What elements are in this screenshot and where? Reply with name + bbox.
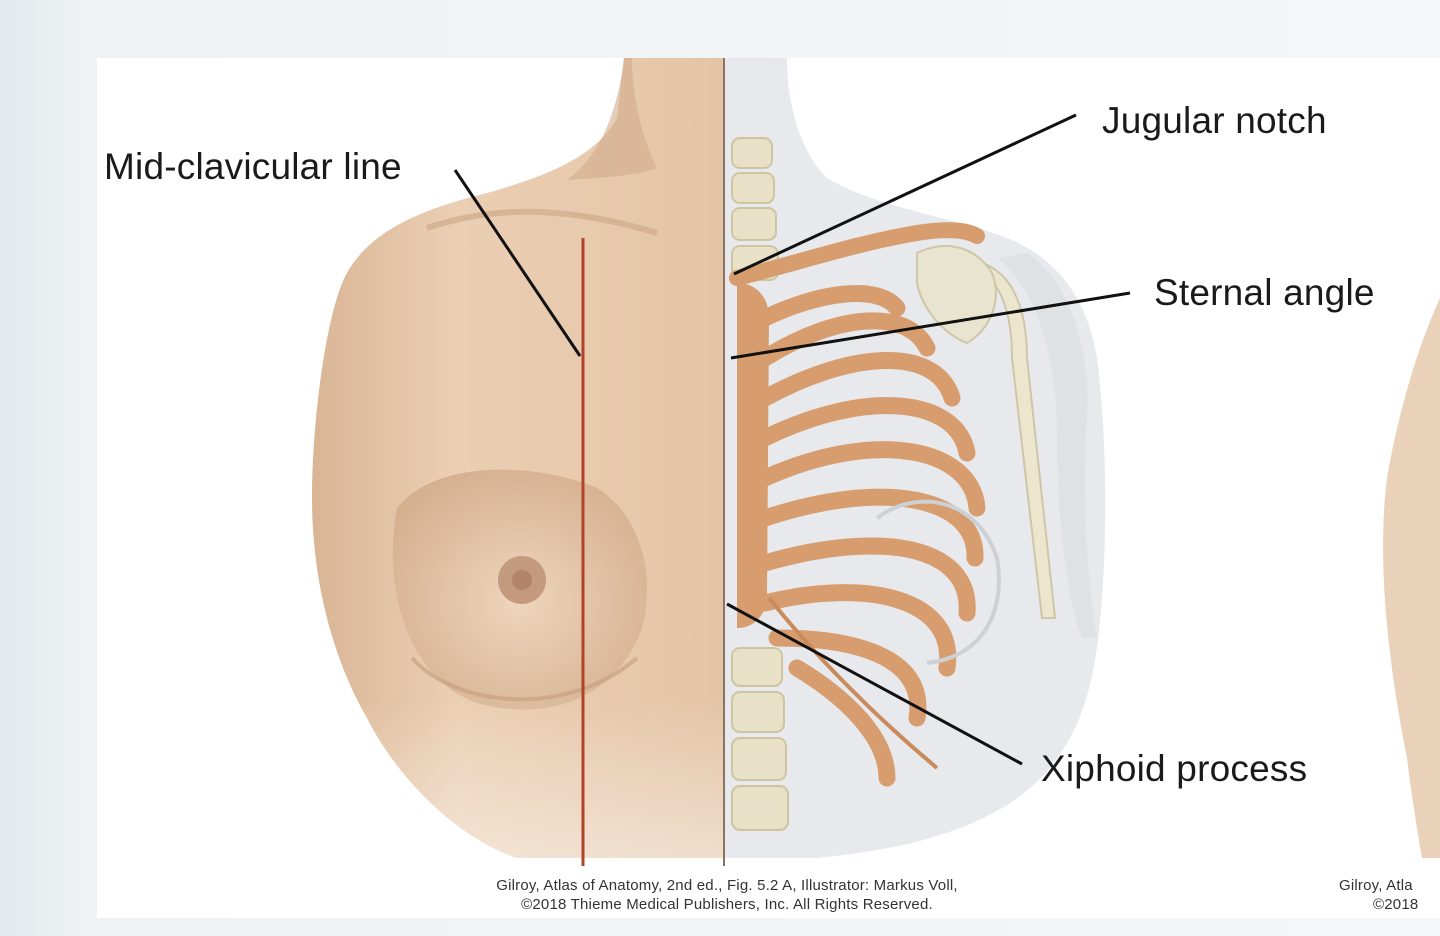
- leader-jugular-notch: [733, 113, 1077, 276]
- credit-partial-line-2: ©2018: [1373, 896, 1419, 913]
- partial-figure-right: [1383, 298, 1440, 858]
- skeleton-half: [724, 58, 1106, 858]
- credit-line-1: Gilroy, Atlas of Anatomy, 2nd ed., Fig. …: [496, 877, 958, 894]
- label-mid-clavicular-line: Mid-clavicular line: [104, 146, 402, 187]
- figure-credit-partial: Gilroy, Atla ©2018: [1339, 876, 1418, 914]
- credit-line-2: ©2018 Thieme Medical Publishers, Inc. Al…: [521, 896, 933, 913]
- anatomy-illustration: [297, 58, 1440, 868]
- figure-credit: Gilroy, Atlas of Anatomy, 2nd ed., Fig. …: [402, 876, 1052, 914]
- sternum: [737, 283, 769, 628]
- credit-partial-line-1: Gilroy, Atla: [1339, 877, 1413, 894]
- leader-mid-clavicular: [453, 169, 582, 357]
- torso-skin: [297, 58, 727, 868]
- label-jugular-notch: Jugular notch: [1102, 100, 1327, 141]
- label-sternal-angle: Sternal angle: [1154, 272, 1375, 313]
- anatomy-figure: Mid-clavicular line Jugular notch Sterna…: [97, 58, 1440, 918]
- leader-lines: [453, 113, 1131, 766]
- label-xiphoid-process: Xiphoid process: [1041, 748, 1308, 789]
- leader-sternal-angle: [730, 291, 1131, 360]
- leader-xiphoid-process: [726, 602, 1023, 766]
